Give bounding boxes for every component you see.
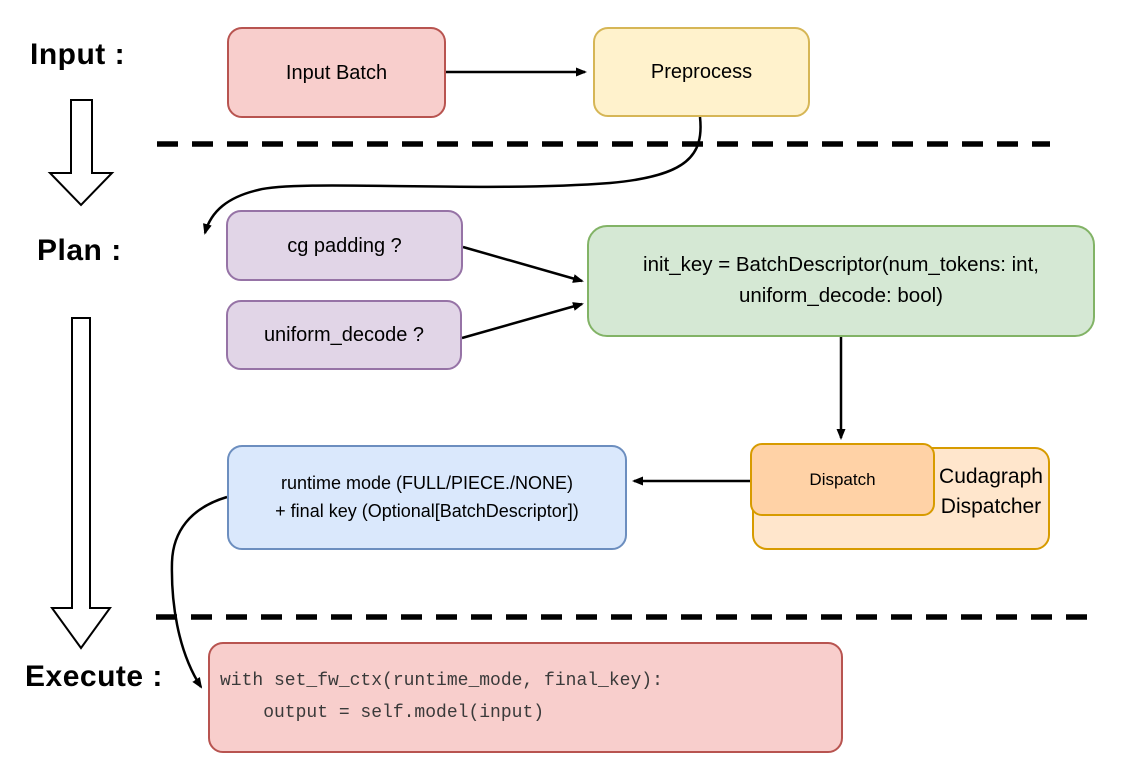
node-cg-padding-label: cg padding ? [287, 234, 402, 257]
node-execute-code: with set_fw_ctx(runtime_mode, final_key)… [208, 642, 843, 753]
node-runtime-mode-line1: runtime mode (FULL/PIECE./NONE) [280, 472, 574, 493]
phase-label-plan: Plan : [37, 234, 122, 267]
node-runtime-mode: runtime mode (FULL/PIECE./NONE) + final … [227, 445, 627, 550]
node-uniform-decode-label: uniform_decode ? [263, 324, 425, 346]
node-runtime-mode-line2: + final key (Optional[BatchDescriptor]) [275, 500, 579, 521]
plan-to-execute-arrow-icon [50, 317, 112, 650]
arrow-preprocess-to-cgpadding [203, 116, 702, 235]
input-to-plan-arrow-icon [47, 99, 115, 207]
node-dispatch: Dispatch [750, 443, 935, 516]
node-init-key-line2: uniform_decode: bool) [739, 284, 943, 307]
node-uniform-decode: uniform_decode ? [226, 300, 462, 370]
cudagraph-dispatcher-caption: Cudagraph Dispatcher [935, 462, 1047, 523]
node-dispatch-label: Dispatch [809, 469, 876, 489]
node-input-batch-label: Input Batch [285, 61, 388, 84]
execute-code-line1: with set_fw_ctx(runtime_mode, final_key)… [220, 671, 663, 691]
cudagraph-dispatcher-line1: Cudagraph [939, 465, 1043, 488]
arrow-cgpadding-to-initkey [462, 245, 584, 283]
execute-code-line2: output = self.model(input) [220, 702, 545, 723]
node-preprocess-label: Preprocess [650, 61, 753, 83]
arrow-uniformdecode-to-initkey [461, 302, 584, 340]
node-input-batch: Input Batch [227, 27, 446, 118]
node-init-key-line1: init_key = BatchDescriptor(num_tokens: i… [643, 253, 1039, 277]
phase-label-execute: Execute : [25, 660, 163, 693]
phase-label-input: Input : [30, 38, 126, 71]
cudagraph-dispatcher-line2: Dispatcher [940, 495, 1042, 519]
node-init-key: init_key = BatchDescriptor(num_tokens: i… [587, 225, 1095, 337]
arrow-runtimemode-to-executecode [170, 495, 228, 689]
node-preprocess: Preprocess [593, 27, 810, 117]
node-cg-padding: cg padding ? [226, 210, 463, 281]
